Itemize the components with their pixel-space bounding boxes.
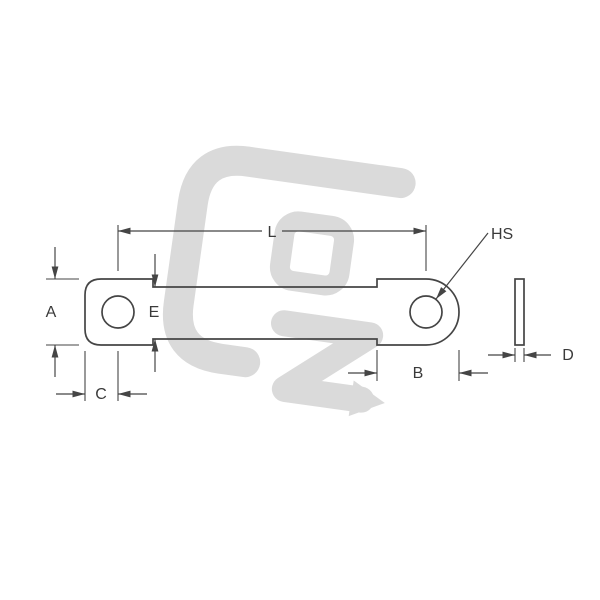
dimension-C: C bbox=[56, 351, 147, 403]
leader-HS: HS bbox=[435, 226, 513, 300]
part-side-view bbox=[514, 278, 525, 346]
leader-HS-label: HS bbox=[491, 226, 513, 243]
watermark-square-shape bbox=[269, 211, 355, 296]
dimension-D-label: D bbox=[562, 347, 574, 364]
dimension-E-label: E bbox=[149, 304, 160, 321]
right-hole bbox=[409, 295, 443, 329]
dimension-E: E bbox=[149, 254, 160, 372]
dimension-A: A bbox=[46, 247, 79, 377]
dimension-L-label: L bbox=[268, 224, 277, 241]
leader-HS-line bbox=[435, 232, 489, 300]
left-hole bbox=[101, 295, 135, 329]
watermark-logo bbox=[162, 145, 416, 417]
watermark-arrowhead-shape bbox=[348, 380, 385, 417]
dimension-D: D bbox=[488, 347, 574, 364]
dimension-B-label: B bbox=[413, 365, 424, 382]
dimension-A-label: A bbox=[46, 304, 57, 321]
watermark-bracket-shape bbox=[162, 145, 416, 378]
dimension-B: B bbox=[348, 350, 488, 382]
watermark-zigzag-shape bbox=[270, 310, 384, 413]
part-outline bbox=[84, 278, 460, 346]
dimension-L: L bbox=[117, 224, 427, 271]
part-front-view bbox=[84, 278, 460, 346]
dimension-C-label: C bbox=[95, 386, 107, 403]
